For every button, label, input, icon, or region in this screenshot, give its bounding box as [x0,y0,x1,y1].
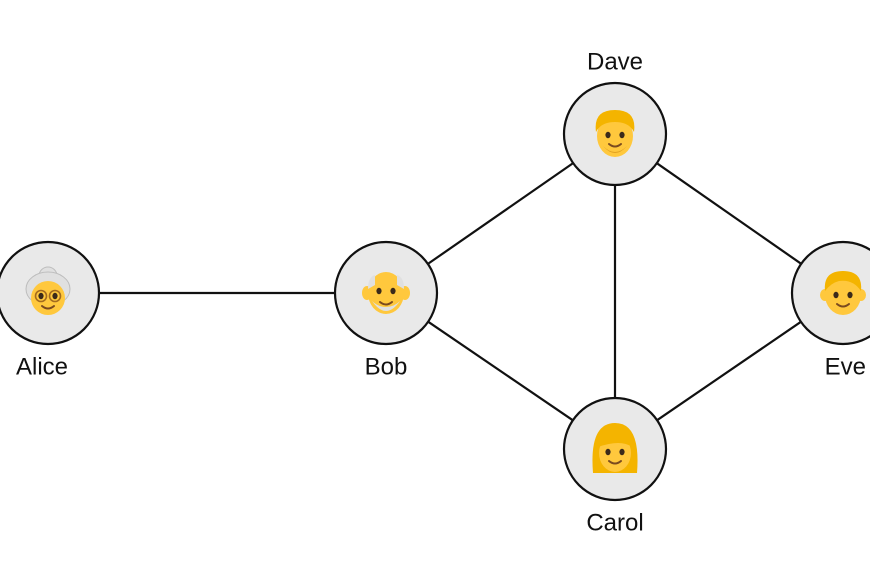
edge-carol-eve [655,320,803,422]
node-bob [333,240,439,346]
edge-bob-carol [427,320,575,422]
edge-dave-eve [655,162,803,265]
node-label-carol: Carol [586,509,643,536]
node-dave [562,81,668,187]
node-label-eve: Eve [825,353,866,380]
node-label-bob: Bob [365,353,408,380]
node-eve [790,240,870,346]
old-man-face-icon [362,272,410,314]
grandmother-face-icon [25,266,71,315]
boy-face-icon [820,271,866,315]
woman-face-icon [592,423,638,473]
node-alice [0,240,101,346]
node-label-dave: Dave [587,48,643,75]
edges-layer [97,162,803,422]
man-face-icon [595,110,635,157]
node-label-alice: Alice [16,353,68,380]
node-carol [562,396,668,502]
edge-bob-dave [426,162,575,265]
